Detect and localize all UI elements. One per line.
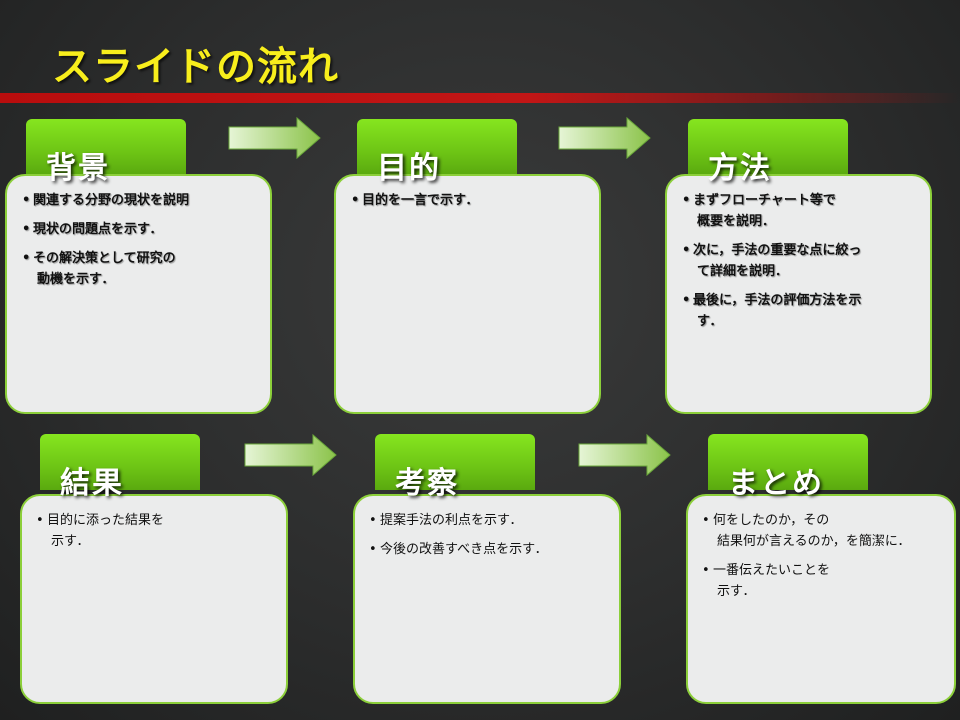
bullet-list-summary: •何をしたのか，その結果何が言えるのか，を簡潔に．•一番伝えたいことを示す． <box>702 510 956 610</box>
bullet-item: •まずフローチャート等で概要を説明． <box>682 190 922 232</box>
bullet-text: 最後に，手法の評価方法を示 <box>693 293 862 308</box>
bullet-dot-icon: • <box>36 513 44 528</box>
section-title-discussion: 考察 <box>395 466 459 501</box>
section-title-method: 方法 <box>708 151 772 186</box>
section-tab-discussion <box>375 434 535 490</box>
bullet-text: その解決策として研究の <box>33 251 176 266</box>
bullet-text: 現状の問題点を示す． <box>33 222 163 237</box>
bullet-dot-icon: • <box>702 513 710 528</box>
bullet-text: 目的を一言で示す． <box>362 193 479 208</box>
right-arrow-icon <box>558 116 651 160</box>
bullet-text: 一番伝えたいことを <box>713 563 831 578</box>
bullet-item: •何をしたのか，その結果何が言えるのか，を簡潔に． <box>702 510 956 552</box>
bullet-dot-icon: • <box>682 243 691 258</box>
title-accent-bar <box>0 93 960 103</box>
right-arrow-icon <box>578 433 671 477</box>
bullet-text: 今後の改善すべき点を示す． <box>380 542 548 557</box>
bullet-text: 示す． <box>51 534 90 549</box>
bullet-dot-icon: • <box>22 193 31 208</box>
section-title-purpose: 目的 <box>377 151 441 186</box>
bullet-list-method: •まずフローチャート等で概要を説明．•次に，手法の重要な点に絞って詳細を説明．•… <box>682 190 922 340</box>
right-arrow-icon <box>244 433 337 477</box>
bullet-dot-icon: • <box>22 222 31 237</box>
bullet-item: •次に，手法の重要な点に絞って詳細を説明． <box>682 240 922 282</box>
section-tab-method <box>688 119 848 175</box>
bullet-list-discussion: •提案手法の利点を示す．•今後の改善すべき点を示す． <box>369 510 609 568</box>
bullet-dot-icon: • <box>351 193 360 208</box>
bullet-item: •今後の改善すべき点を示す． <box>369 539 609 560</box>
slide-title: スライドの流れ <box>52 44 339 90</box>
bullet-dot-icon: • <box>682 193 691 208</box>
bullet-text: 提案手法の利点を示す． <box>380 513 523 528</box>
bullet-item: •その解決策として研究の動機を示す． <box>22 248 262 290</box>
section-tab-results <box>40 434 200 490</box>
bullet-text: 結果何が言えるのか，を簡潔に． <box>717 534 911 549</box>
bullet-dot-icon: • <box>702 563 710 578</box>
bullet-item: •一番伝えたいことを示す． <box>702 560 956 602</box>
bullet-item: •目的を一言で示す． <box>351 190 591 211</box>
bullet-text: 動機を示す． <box>37 272 115 287</box>
bullet-dot-icon: • <box>369 513 377 528</box>
section-title-results: 結果 <box>60 466 124 501</box>
right-arrow-icon <box>228 116 321 160</box>
section-tab-background <box>26 119 186 175</box>
bullet-list-background: •関連する分野の現状を説明•現状の問題点を示す．•その解決策として研究の動機を示… <box>22 190 262 298</box>
section-card-discussion <box>353 494 621 704</box>
bullet-text: 何をしたのか，その <box>713 513 830 528</box>
bullet-dot-icon: • <box>369 542 377 557</box>
section-card-results <box>20 494 288 704</box>
bullet-item: •現状の問題点を示す． <box>22 219 262 240</box>
section-card-background <box>5 174 272 414</box>
bullet-dot-icon: • <box>22 251 31 266</box>
bullet-text: 関連する分野の現状を説明 <box>33 193 190 208</box>
section-card-summary <box>686 494 956 704</box>
bullet-list-purpose: •目的を一言で示す． <box>351 190 591 219</box>
bullet-text: まずフローチャート等で <box>693 193 836 208</box>
bullet-item: •最後に，手法の評価方法を示す． <box>682 290 922 332</box>
bullet-text: 目的に添った結果を <box>47 513 165 528</box>
section-title-background: 背景 <box>46 151 110 186</box>
bullet-text: 次に，手法の重要な点に絞っ <box>693 243 862 258</box>
bullet-item: •提案手法の利点を示す． <box>369 510 609 531</box>
section-card-purpose <box>334 174 601 414</box>
bullet-dot-icon: • <box>682 293 691 308</box>
section-tab-summary <box>708 434 868 490</box>
section-card-method <box>665 174 932 414</box>
bullet-text: 示す． <box>717 584 756 599</box>
section-title-summary: まとめ <box>728 466 824 501</box>
bullet-text: 概要を説明． <box>697 214 776 229</box>
bullet-text: す． <box>697 314 723 329</box>
section-tab-purpose <box>357 119 517 175</box>
bullet-list-results: •目的に添った結果を示す． <box>36 510 276 560</box>
bullet-item: •関連する分野の現状を説明 <box>22 190 262 211</box>
bullet-text: て詳細を説明． <box>697 264 789 279</box>
bullet-item: •目的に添った結果を示す． <box>36 510 276 552</box>
